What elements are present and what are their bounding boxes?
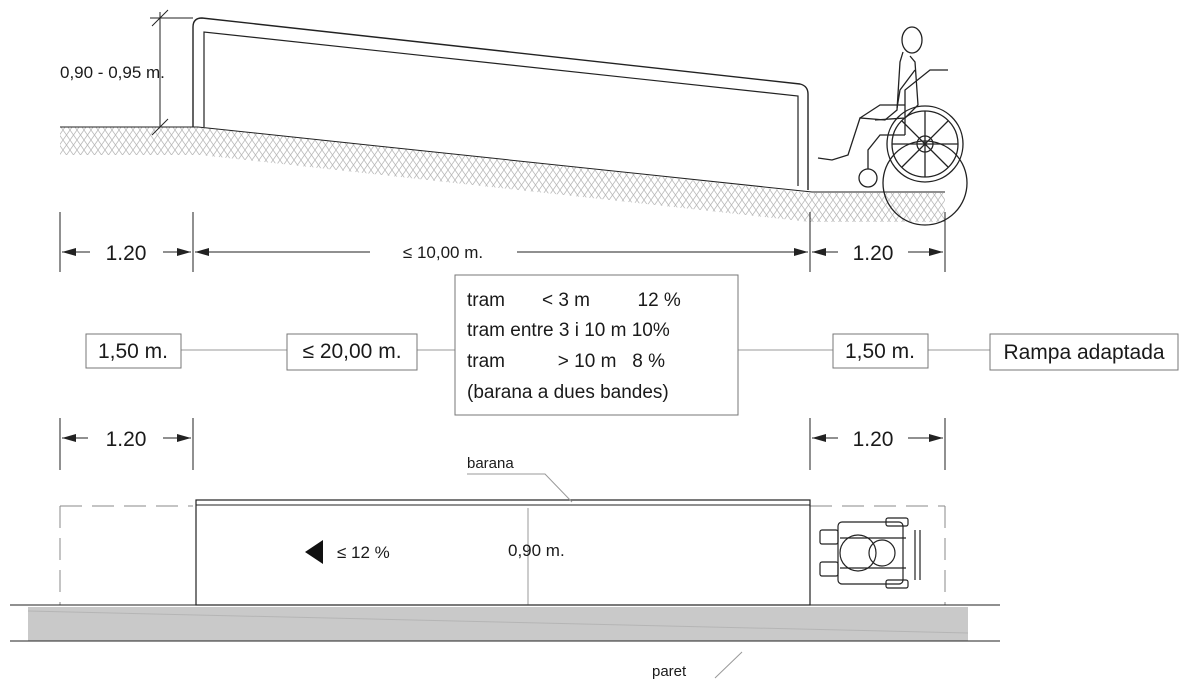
ramp-surface (60, 126, 945, 193)
elevation-landing-left-label: 1.20 (106, 242, 147, 265)
max-ramp-length-label: ≤ 20,00 m. (302, 340, 401, 363)
ground-hatch (60, 127, 945, 222)
diagram-title: Rampa adaptada (1003, 341, 1164, 364)
elevation-view: 0,90 - 0,95 m. (56, 9, 968, 272)
handrail-height-label: 0,90 - 0,95 m. (60, 63, 165, 82)
wall-label: paret (652, 663, 687, 680)
wheelchair-user-elevation-icon (817, 26, 968, 226)
ramp-width-label: 0,90 m. (508, 541, 565, 560)
slope-arrow-icon (305, 540, 323, 564)
plan-landing-left-label: 1.20 (106, 428, 147, 451)
handrail-elevation (192, 17, 809, 190)
elevation-length-dimension: 1.20 ≤ 10,00 m. 1.20 (59, 212, 946, 272)
wall (28, 607, 968, 641)
specification-row: 1,50 m. ≤ 20,00 m. tram < 3 m 12 % tram … (85, 274, 1179, 416)
plan-landing-right-label: 1.20 (853, 428, 894, 451)
right-landing-width-label: 1,50 m. (845, 340, 915, 363)
plan-view: 1.20 1.20 barana ≤ 12 % 0,90 m. (10, 418, 1000, 680)
elevation-landing-right-label: 1.20 (853, 242, 894, 265)
slope-rule-3: tram > 10 m 8 % (467, 351, 665, 372)
slope-rule-2: tram entre 3 i 10 m 10% (467, 320, 670, 341)
left-landing-width-label: 1,50 m. (98, 340, 168, 363)
handrail-label: barana (467, 455, 514, 472)
elevation-ramp-length-label: ≤ 10,00 m. (403, 243, 483, 262)
ramp-plan (195, 499, 811, 606)
slope-rule-1: tram < 3 m 12 % (467, 290, 681, 311)
wheelchair-user-plan-icon (819, 517, 921, 589)
slope-label: ≤ 12 % (337, 543, 390, 562)
slope-rule-4: (barana a dues bandes) (467, 382, 669, 403)
handrail-height-dimension: 0,90 - 0,95 m. (56, 9, 193, 136)
